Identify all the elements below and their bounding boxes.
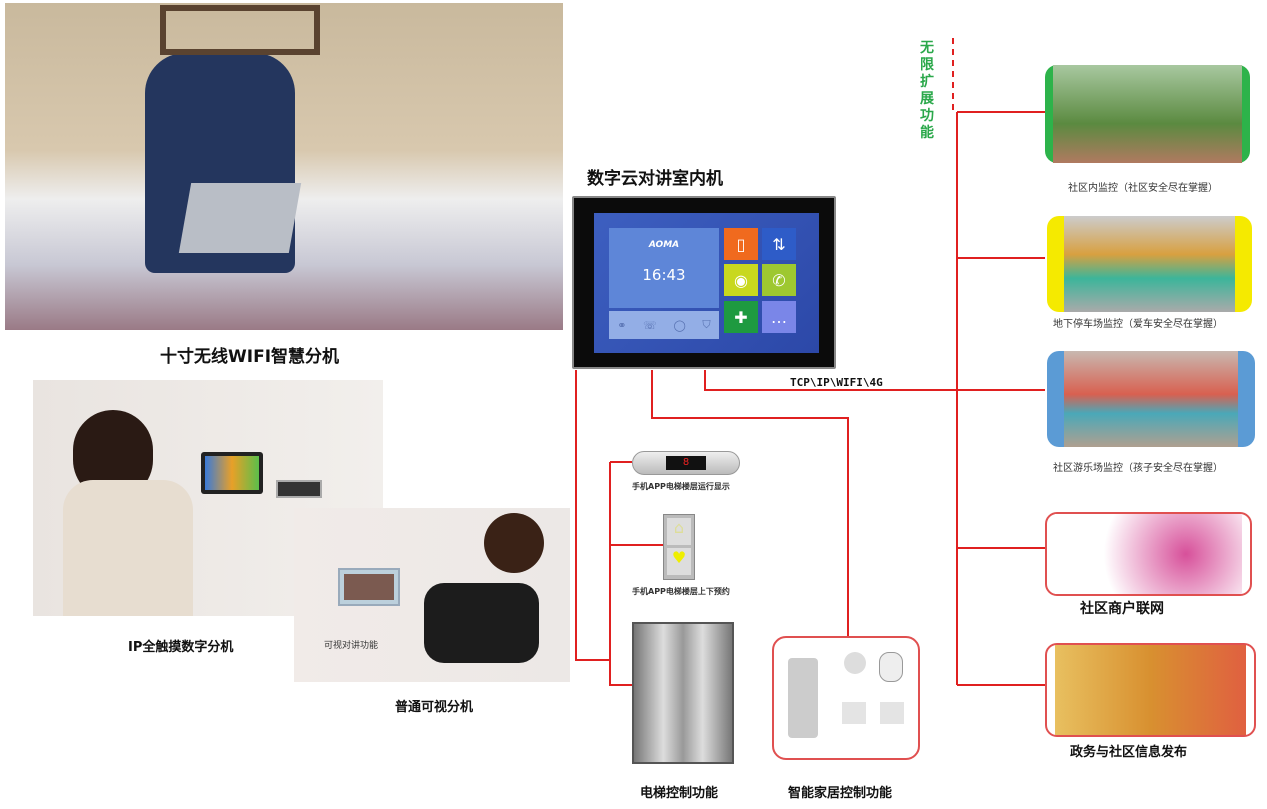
playground-camera-image [1047, 351, 1255, 447]
tile-eye-icon[interactable]: ◉ [724, 264, 758, 296]
shield-icon[interactable]: ⛉ [702, 318, 711, 331]
up-arrow-icon[interactable]: ⌂ [667, 518, 691, 545]
central-title: 数字云对讲室内机 [587, 169, 723, 189]
video-unit-caption: 可视对讲功能 [324, 641, 379, 651]
brand-logo: AOMA [648, 240, 680, 250]
line-elevator-branch [609, 461, 664, 686]
right-label-0: 社区内监控（社区安全尽在掌握） [1068, 183, 1218, 194]
parking-camera-image [1047, 216, 1252, 312]
video-unit-label: 普通可视分机 [395, 700, 474, 715]
indoor-monitor: AOMA 16:43 ⚭ ☏ ◯ ⛉ ▯ ⇅ ◉ ✆ ✚ … [572, 196, 836, 369]
right-label-2: 社区游乐场监控（孩子安全尽在掌握） [1053, 463, 1223, 474]
ip-unit-label: IP全触摸数字分机 [128, 640, 234, 655]
message-icon[interactable]: ◯ [673, 318, 686, 332]
smarthome-image [772, 636, 920, 760]
tile-chat-icon[interactable]: … [762, 301, 796, 333]
video-unit-photo: 可视对讲功能 [294, 508, 570, 682]
info-publish-image [1045, 643, 1256, 737]
right-label-3: 社区商户联网 [1080, 601, 1164, 617]
ip-unit-photo [33, 380, 383, 616]
wifi-unit-label: 十寸无线WIFI智慧分机 [160, 347, 340, 367]
phone-icon[interactable]: ☏ [643, 318, 657, 332]
right-label-4: 政务与社区信息发布 [1070, 745, 1188, 760]
line-right-bus [956, 111, 1045, 686]
floor-display: 8 [632, 451, 740, 475]
floor-display-label: 手机APP电梯楼层运行显示 [632, 482, 730, 491]
community-camera-image [1045, 65, 1250, 163]
smarthome-title: 智能家居控制功能 [788, 786, 893, 801]
clock: 16:43 [642, 266, 686, 284]
tile-elevator-icon[interactable]: ⇅ [762, 228, 796, 260]
monitor-screen: AOMA 16:43 ⚭ ☏ ◯ ⛉ ▯ ⇅ ◉ ✆ ✚ … [594, 213, 819, 353]
network-label: TCP\IP\WIFI\4G [790, 376, 883, 389]
tile-call-icon[interactable]: ✆ [762, 264, 796, 296]
quick-icons: ⚭ ☏ ◯ ⛉ [609, 311, 719, 339]
tile-door-phone-icon[interactable]: ▯ [724, 228, 758, 260]
call-buttons: ⌂ ♥ [663, 514, 695, 580]
right-label-1: 地下停车场监控（爱车安全尽在掌握） [1053, 319, 1223, 330]
down-arrow-icon[interactable]: ♥ [667, 548, 691, 575]
elevator-title: 电梯控制功能 [640, 786, 719, 801]
home-widget: AOMA 16:43 [609, 228, 719, 308]
line-smarthome [651, 370, 849, 636]
elevator-image [632, 622, 734, 764]
expand-label: 无限扩展功能 [920, 40, 934, 141]
group-icon[interactable]: ⚭ [617, 318, 627, 332]
line-network [704, 370, 957, 391]
merchant-network-image [1045, 512, 1252, 596]
tile-security-icon[interactable]: ✚ [724, 301, 758, 333]
floor-display-value: 8 [666, 456, 706, 470]
wifi-unit-photo [5, 3, 563, 330]
line-elevator [575, 370, 610, 661]
call-label: 手机APP电梯楼层上下预约 [632, 587, 730, 596]
